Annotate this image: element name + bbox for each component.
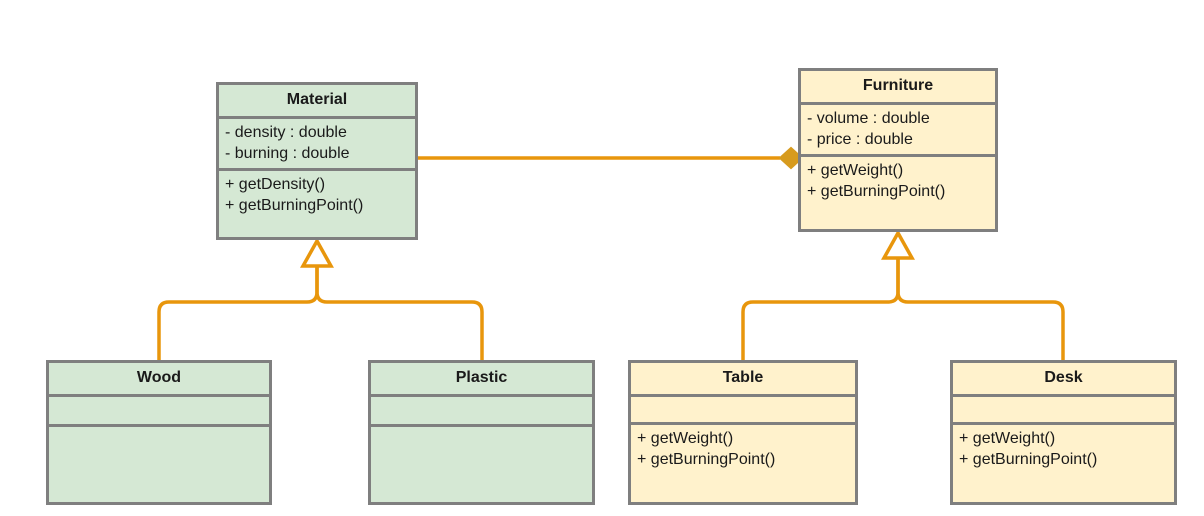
method-item: + getWeight() bbox=[959, 429, 1056, 447]
class-box-table[interactable]: Table + getWeight() + getBurningPoint() bbox=[628, 360, 858, 505]
class-box-furniture[interactable]: Furniture - volume : double - price : do… bbox=[798, 68, 998, 232]
class-box-desk[interactable]: Desk + getWeight() + getBurningPoint() bbox=[950, 360, 1177, 505]
class-methods-table: + getWeight() + getBurningPoint() bbox=[631, 425, 855, 502]
class-attributes-desk bbox=[953, 397, 1174, 425]
class-attributes-plastic bbox=[371, 397, 592, 427]
class-methods-desk: + getWeight() + getBurningPoint() bbox=[953, 425, 1174, 502]
attribute-item: - volume : double bbox=[807, 109, 930, 127]
generalization-line-table bbox=[741, 254, 900, 362]
class-box-wood[interactable]: Wood bbox=[46, 360, 272, 505]
edge-furniture-subclasses-generalization[interactable] bbox=[741, 229, 1065, 362]
generalization-line-wood bbox=[157, 262, 319, 362]
edge-material-furniture-composition[interactable] bbox=[418, 146, 804, 170]
method-item: + getBurningPoint() bbox=[225, 196, 364, 214]
attribute-item: - price : double bbox=[807, 130, 913, 148]
method-item: + getBurningPoint() bbox=[807, 182, 946, 200]
class-title-furniture: Furniture bbox=[801, 71, 995, 105]
class-methods-wood bbox=[49, 427, 269, 502]
edge-material-subclasses-generalization[interactable] bbox=[157, 237, 484, 362]
class-attributes-table bbox=[631, 397, 855, 425]
class-methods-material: + getDensity() + getBurningPoint() bbox=[219, 171, 415, 237]
class-title-material: Material bbox=[219, 85, 415, 119]
class-box-material[interactable]: Material - density : double - burning : … bbox=[216, 82, 418, 240]
class-attributes-material: - density : double - burning : double bbox=[219, 119, 415, 171]
class-title-table: Table bbox=[631, 363, 855, 397]
attribute-item: - burning : double bbox=[225, 144, 350, 162]
method-item: + getWeight() bbox=[637, 429, 734, 447]
method-item: + getBurningPoint() bbox=[637, 450, 776, 468]
method-item: + getBurningPoint() bbox=[959, 450, 1098, 468]
hollow-triangle-icon-furniture bbox=[881, 229, 915, 260]
class-title-plastic: Plastic bbox=[371, 363, 592, 397]
class-attributes-furniture: - volume : double - price : double bbox=[801, 105, 995, 157]
class-methods-furniture: + getWeight() + getBurningPoint() bbox=[801, 157, 995, 229]
method-item: + getDensity() bbox=[225, 175, 326, 193]
class-box-plastic[interactable]: Plastic bbox=[368, 360, 595, 505]
method-item: + getWeight() bbox=[807, 161, 904, 179]
hollow-triangle-icon-material bbox=[300, 237, 334, 268]
attribute-item: - density : double bbox=[225, 123, 347, 141]
generalization-line-desk bbox=[896, 254, 1065, 362]
class-methods-plastic bbox=[371, 427, 592, 502]
generalization-line-plastic bbox=[315, 262, 484, 362]
class-title-wood: Wood bbox=[49, 363, 269, 397]
class-attributes-wood bbox=[49, 397, 269, 427]
class-title-desk: Desk bbox=[953, 363, 1174, 397]
